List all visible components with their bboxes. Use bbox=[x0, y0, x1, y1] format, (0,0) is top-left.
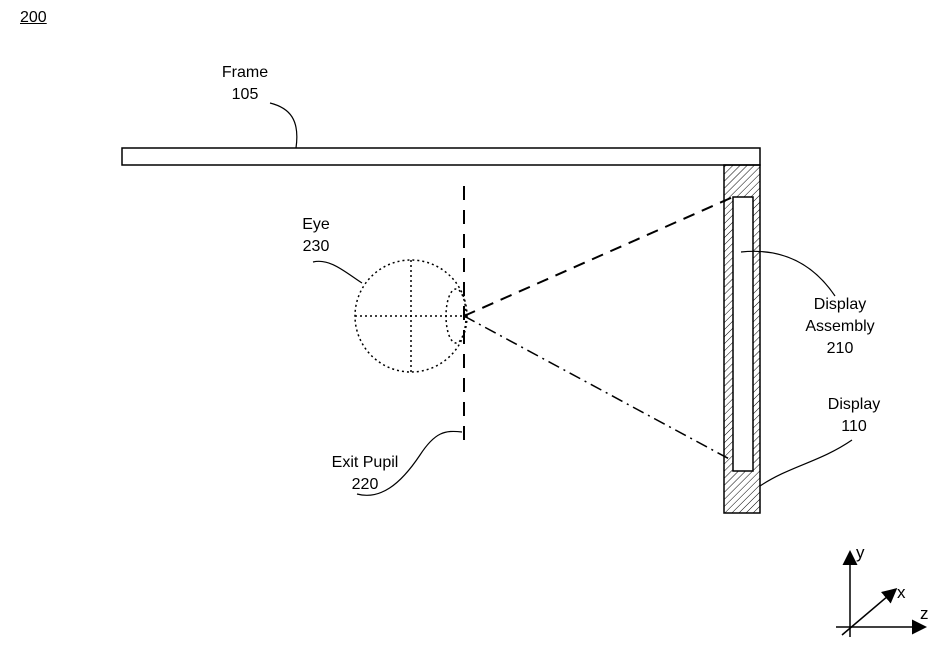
frame-label-ref: 105 bbox=[212, 84, 278, 106]
frame-bar bbox=[122, 148, 760, 165]
eye-label: Eye 230 bbox=[296, 214, 336, 258]
axis-x-label: x bbox=[897, 583, 906, 603]
exit-pupil-label-ref: 220 bbox=[322, 474, 408, 496]
exit-pupil-label-name: Exit Pupil bbox=[322, 452, 408, 474]
exit-pupil-label: Exit Pupil 220 bbox=[322, 452, 408, 496]
display-assembly-ref: 210 bbox=[800, 338, 880, 360]
display-label: Display 110 bbox=[816, 394, 892, 438]
display-label-ref: 110 bbox=[816, 416, 892, 438]
display-leader bbox=[760, 440, 852, 486]
frame-leader bbox=[270, 103, 297, 148]
display-assembly-line2: Assembly bbox=[800, 316, 880, 338]
eye-label-name: Eye bbox=[296, 214, 336, 236]
eye-leader bbox=[313, 261, 362, 283]
display-assembly-line1: Display bbox=[800, 294, 880, 316]
upper-ray bbox=[464, 197, 733, 316]
axis-z-label: z bbox=[920, 604, 929, 624]
display-label-name: Display bbox=[816, 394, 892, 416]
frame-label: Frame 105 bbox=[212, 62, 278, 106]
axis-y-label: y bbox=[856, 543, 865, 563]
display-assembly-label: Display Assembly 210 bbox=[800, 294, 880, 360]
eye-label-ref: 230 bbox=[296, 236, 336, 258]
lower-ray bbox=[464, 316, 733, 461]
frame-label-name: Frame bbox=[212, 62, 278, 84]
display-assembly-panel bbox=[733, 197, 753, 471]
